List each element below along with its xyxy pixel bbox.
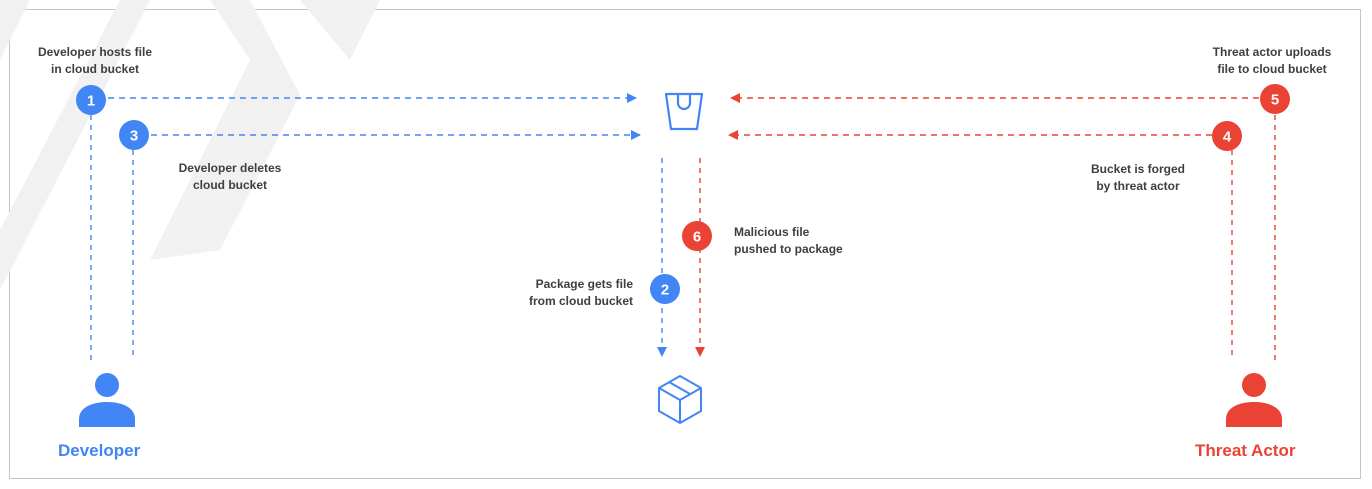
step-label-4: Bucket is forged by threat actor <box>1090 162 1186 193</box>
step-badge-1: 1 <box>76 85 106 115</box>
watermark-shape <box>0 0 380 290</box>
step-badge-5: 5 <box>1260 84 1290 114</box>
step-label-2: Package gets file from cloud bucket <box>528 277 633 308</box>
package-box-icon <box>658 375 702 424</box>
step-number: 2 <box>661 282 669 299</box>
threat-actor-name: Threat Actor <box>1195 441 1296 460</box>
step-label-1: Developer hosts file in cloud bucket <box>37 45 153 76</box>
person-icon <box>1226 373 1282 427</box>
step-label-5: Threat actor uploads file to cloud bucke… <box>1212 45 1332 76</box>
step-number: 6 <box>693 229 701 246</box>
step-label-3: Developer deletes cloud bucket <box>178 161 282 192</box>
step-number: 3 <box>130 128 138 145</box>
step-number: 4 <box>1223 129 1232 146</box>
developer-name: Developer <box>58 441 141 460</box>
step-badge-3: 3 <box>119 120 149 150</box>
step-badge-2: 2 <box>650 274 680 304</box>
step-badge-4: 4 <box>1212 121 1242 151</box>
step-number: 1 <box>87 93 95 110</box>
step-badge-6: 6 <box>682 221 712 251</box>
bucket-icon <box>664 92 704 131</box>
person-icon <box>79 373 135 427</box>
step-label-6: Malicious file pushed to package <box>734 225 843 256</box>
step-number: 5 <box>1271 92 1279 109</box>
